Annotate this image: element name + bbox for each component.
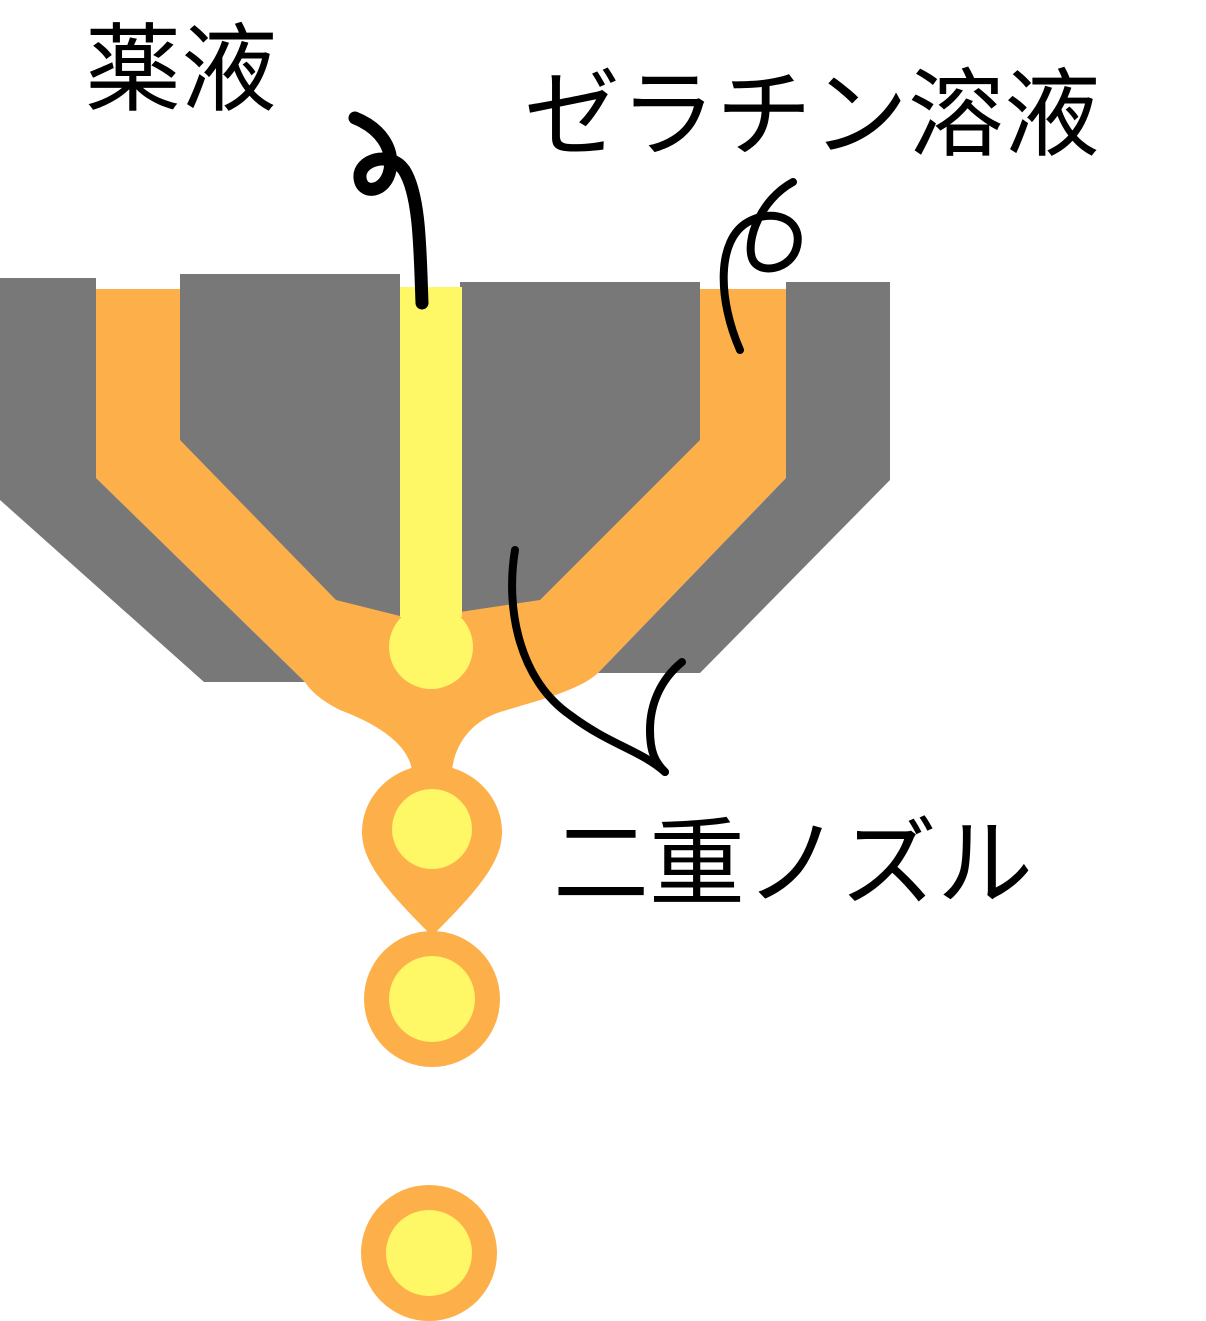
leader-line-gelatin — [719, 178, 802, 354]
leader-line-nozzle-outer — [646, 658, 686, 776]
nozzle-inner-wall-left — [180, 274, 400, 616]
leader-line-drug — [348, 111, 429, 310]
nozzle-outer-wall-left — [0, 278, 305, 682]
forming-capsule-core — [392, 789, 472, 869]
leader-line-nozzle-inner — [508, 546, 669, 776]
nozzle-inner-wall-right — [460, 282, 700, 612]
drug-core-tip — [389, 605, 473, 689]
label-drug-solution: 薬液 — [85, 14, 277, 126]
label-gelatin-solution: ゼラチン溶液 — [524, 59, 1100, 171]
capsule-core-2 — [389, 956, 475, 1042]
nozzle-outer-wall-right — [598, 282, 890, 673]
drug-core-channel — [400, 287, 462, 617]
capsule-core-3 — [386, 1210, 472, 1296]
label-double-nozzle: 二重ノズル — [553, 808, 1033, 920]
